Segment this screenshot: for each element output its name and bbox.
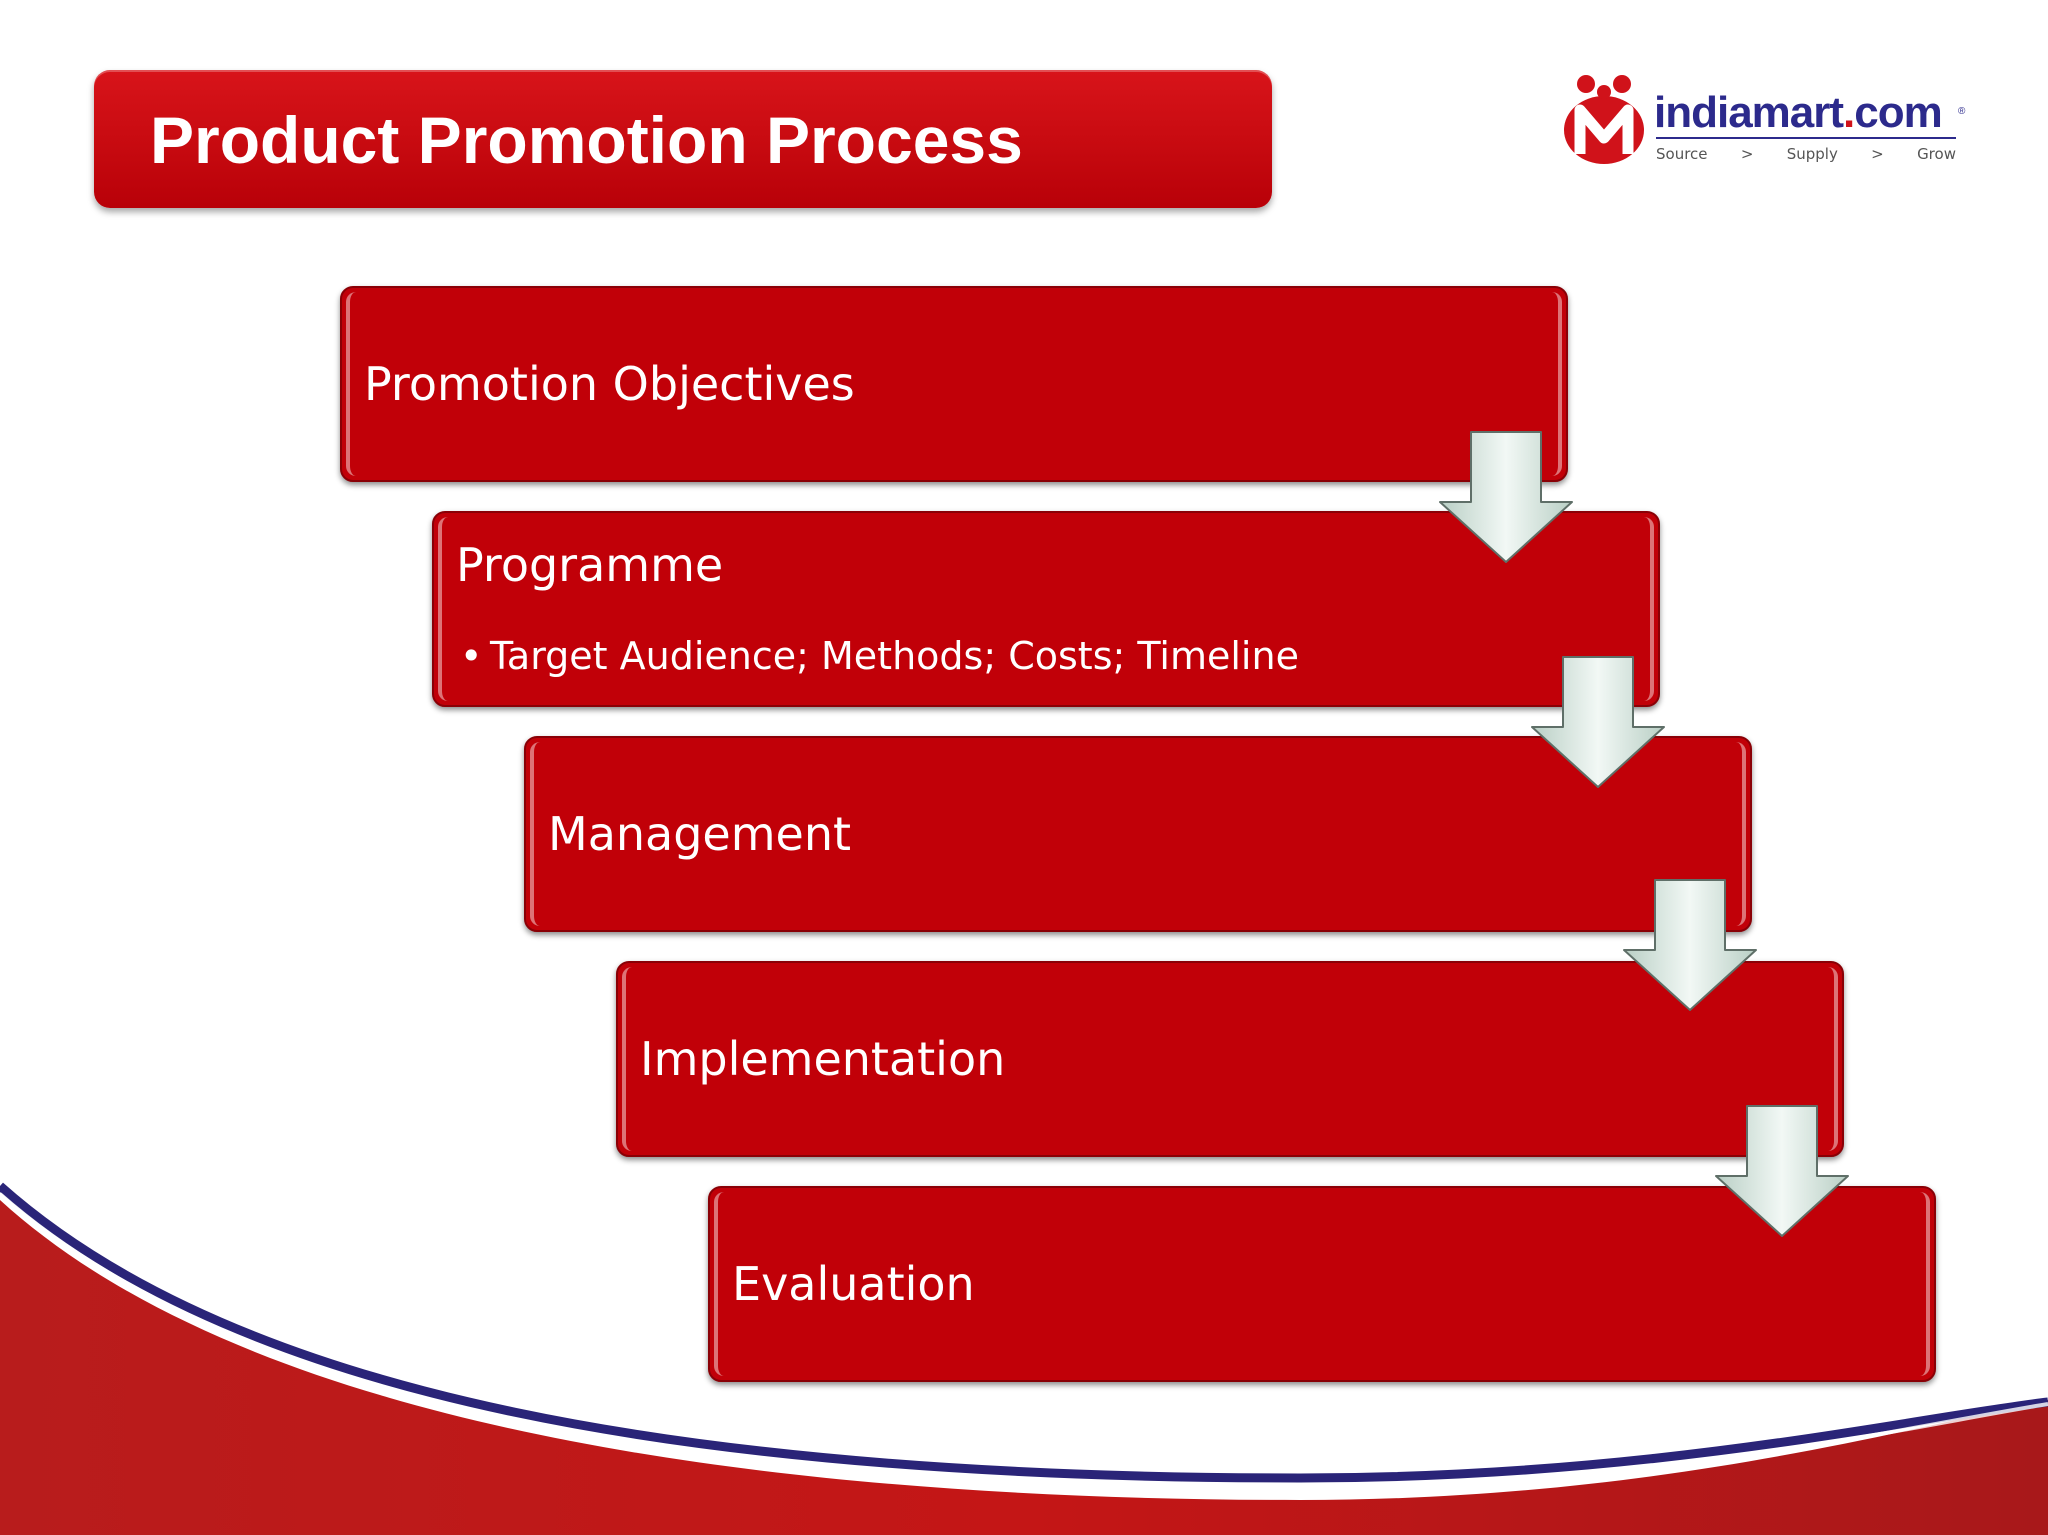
tagline-source: Source: [1656, 145, 1708, 163]
step-management: Management: [524, 736, 1752, 932]
logo-wordmark: indiamart.com: [1654, 88, 1943, 137]
indiamart-logo: indiamart.com ® Source > Supply > Grow: [1556, 70, 1966, 170]
title-banner: Product Promotion Process: [94, 70, 1272, 208]
step-bullet: •Target Audience; Methods; Costs; Timeli…: [460, 633, 1299, 679]
swoosh-blue-line: [0, 1182, 2048, 1483]
step-title: Management: [548, 807, 852, 861]
tagline-supply: Supply: [1786, 145, 1838, 163]
bullet-dot-icon: •: [460, 634, 483, 678]
step-programme: Programme •Target Audience; Methods; Cos…: [432, 511, 1660, 707]
logo-wordmark-dot: .: [1843, 88, 1855, 137]
down-arrow-icon: [1531, 656, 1665, 788]
step-bullet-text: Target Audience; Methods; Costs; Timelin…: [490, 634, 1299, 678]
logo-tagline: Source > Supply > Grow: [1656, 145, 1956, 163]
page-title: Product Promotion Process: [150, 103, 1023, 177]
step-title: Evaluation: [732, 1257, 975, 1311]
down-arrow-icon: [1623, 879, 1757, 1011]
logo-wordmark-main: indiamart: [1654, 88, 1844, 137]
swoosh-white-line: [0, 1192, 2048, 1491]
logo-wordmark-tld: com: [1854, 88, 1942, 137]
logo-registered-mark: ®: [1958, 106, 1966, 117]
step-promotion-objectives: Promotion Objectives: [340, 286, 1568, 482]
step-title: Promotion Objectives: [364, 357, 855, 411]
step-evaluation: Evaluation: [708, 1186, 1936, 1382]
step-title: Implementation: [640, 1032, 1006, 1086]
step-implementation: Implementation: [616, 961, 1844, 1157]
swoosh-red-band: [0, 1200, 2048, 1535]
tagline-separator: >: [1871, 145, 1884, 163]
down-arrow-icon: [1439, 431, 1573, 563]
tagline-separator: >: [1740, 145, 1754, 163]
step-title: Programme: [456, 538, 724, 592]
logo-underline: [1656, 137, 1956, 139]
tagline-grow: Grow: [1917, 145, 1956, 163]
indiamart-m-people-logo-icon: [1564, 75, 1644, 164]
down-arrow-icon: [1715, 1105, 1849, 1237]
